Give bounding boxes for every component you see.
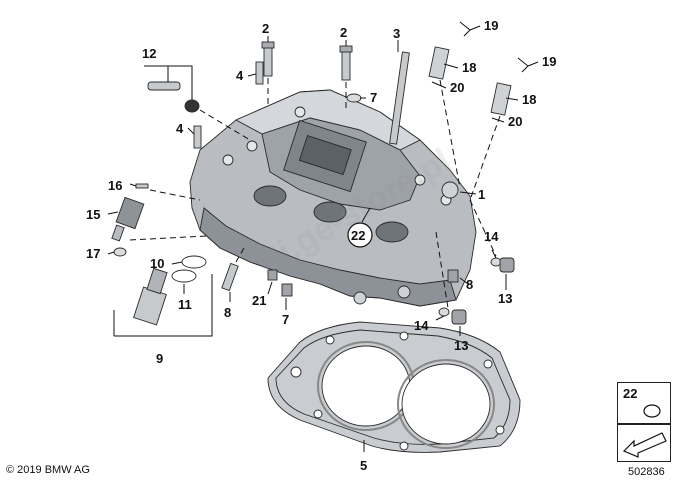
callout-2b: 2	[340, 25, 347, 40]
callout-10: 10	[150, 256, 164, 271]
callout-19a: 19	[484, 18, 498, 33]
callout-2a: 2	[262, 21, 269, 36]
callout-18b: 18	[522, 92, 536, 107]
callout-11: 11	[178, 297, 192, 312]
copyright-text: © 2019 BMW AG	[6, 464, 90, 476]
callout-22: 22	[351, 228, 365, 243]
o-ring-icon	[643, 404, 661, 418]
callout-3: 3	[393, 26, 400, 41]
callout-14a: 14	[484, 229, 499, 244]
callout-13b: 13	[454, 338, 468, 353]
small-parts	[111, 21, 529, 326]
callout-4a: 4	[236, 68, 244, 83]
callout-14b: 14	[414, 318, 429, 333]
callout-8: 8	[224, 305, 231, 320]
leader-lines	[107, 25, 539, 452]
cylinder-head-drawing	[189, 89, 477, 307]
callout-16: 16	[108, 178, 122, 193]
callout-4b: 4	[176, 121, 184, 136]
callout-19b: 19	[542, 54, 556, 69]
document-number: 502836	[628, 466, 665, 478]
callout-22-circle: 22	[347, 222, 373, 248]
callout-5: 5	[360, 458, 367, 473]
assembly-lines	[129, 78, 501, 309]
direction-arrow-icon	[622, 432, 667, 458]
callout-20b: 20	[508, 114, 522, 129]
head-gasket-drawing	[267, 321, 521, 453]
callout-6: 7	[370, 90, 377, 105]
callout-20a: 20	[450, 80, 464, 95]
callout-13a: 13	[498, 291, 512, 306]
callout-17: 17	[86, 246, 100, 261]
callout-7a: 7	[282, 312, 289, 327]
callout-21: 21	[252, 293, 266, 308]
callout-18a: 18	[462, 60, 476, 75]
callout-15: 15	[86, 207, 100, 222]
callout-12: 12	[142, 46, 156, 61]
callout-1: 1	[478, 187, 485, 202]
callout-labels: 2 2 3 4 4 7 12 19 19 18 18 20 20 1 16 15…	[86, 18, 556, 473]
legend-box: 22	[617, 382, 671, 424]
arrow-box	[617, 424, 671, 462]
callout-7b: 8	[466, 277, 473, 292]
callout-9: 9	[156, 351, 163, 366]
legend-number: 22	[623, 386, 638, 401]
